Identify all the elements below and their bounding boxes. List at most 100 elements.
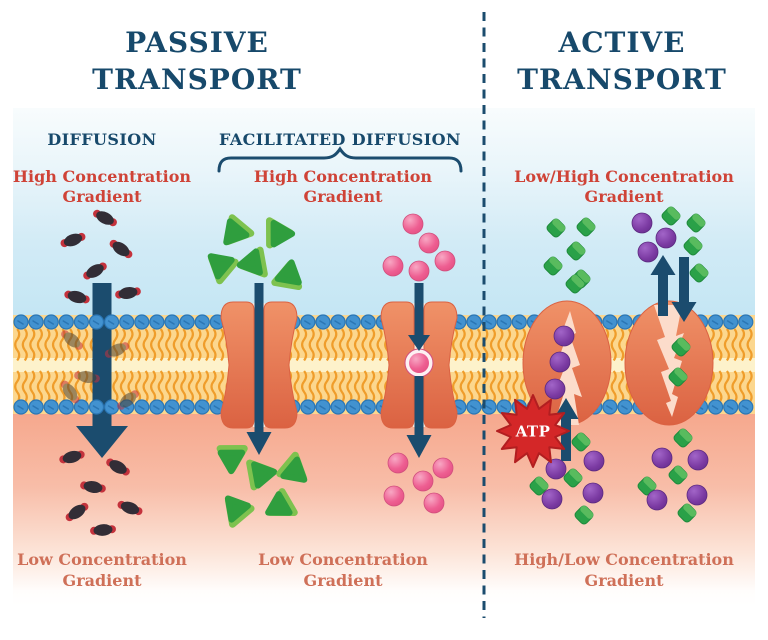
phospholipid-head-shine [213,320,221,325]
phospholipid-head-shine [77,320,85,325]
phospholipid-head-shine [319,405,326,410]
solute-triangle [207,253,239,285]
phospholipid-tail [369,370,376,404]
solute-triangle [216,445,248,475]
phospholipid-tail [618,370,625,404]
oxygen-body [63,332,81,348]
solute-pink-circle [432,457,454,479]
phospholipid-head-shine [726,405,734,410]
phospholipid-tail [157,328,164,362]
phospholipid-tail [452,370,459,404]
phospholipid-tail [738,328,746,362]
solute-purple-circle [544,378,566,400]
phospholipid-tail [331,370,338,404]
phospholipid-tail [716,328,723,362]
phospholipid-tail [195,328,202,362]
solute-purple-circle [687,449,709,471]
active-transport-title: ACTIVE TRANSPORT [517,24,727,98]
solute-purple-circle [582,482,604,504]
solute-pink-circle [434,250,456,272]
phospholipid-head-shine [364,320,372,325]
phospholipid-tail [187,328,194,362]
oxygen-molecule [60,380,80,404]
phospholipid-tail [467,328,474,362]
phospholipid-tail [142,328,149,362]
solute-purple-circle [553,325,575,347]
phospholipid-tail [82,328,89,362]
pump-protein [624,300,714,426]
phospholipid-tail [512,370,519,404]
phospholipid-head-shine [32,405,39,410]
solute-green-square [566,241,586,261]
phospholipid-tail [459,328,466,362]
phospholipid-tail [59,370,66,404]
passive-title-line1: PASSIVE [125,26,269,59]
phospholipid-head-shine [470,405,477,410]
phospholipid-tail [36,370,43,404]
phospholipid-head-shine [500,405,508,410]
phospholipid-head-shine [183,405,190,410]
phospholipid-head-shine [122,320,130,325]
phospholipid-tail [134,328,142,362]
passive-title-line2: TRANSPORT [92,63,302,96]
phospholipid-tail [716,370,723,404]
phospholipid-tail [44,328,51,362]
phospholipid-head-shine [606,405,613,410]
green-square-facet [552,218,566,232]
phospholipid-head-shine [183,320,190,325]
phospholipid-tail [489,328,496,362]
phospholipid-tail [14,370,21,404]
solute-green-square [546,218,566,238]
phospholipid-head-shine [92,320,100,325]
facilitated-diffusion-subheading: FACILITATED DIFFUSION [219,130,461,149]
triangle-body [280,456,308,483]
passive-transport-title: PASSIVE TRANSPORT [92,24,302,98]
phospholipid-tail [172,370,179,404]
phospholipid-head-shine [726,320,734,325]
phospholipid-head-shine [455,320,462,325]
oxygen-molecule [65,502,89,522]
phospholipid-tail [293,328,300,362]
phospholipid-tail [202,328,210,362]
phospholipid-head-shine [47,320,55,325]
phospholipid-tail [14,328,21,362]
solute-triangle [265,488,298,516]
diffusion-subheading: DIFFUSION [47,130,157,149]
phospholipid-head-shine [485,320,492,325]
oxygen-body [86,264,104,278]
atp-label: ATP [515,423,551,441]
active-title-line1: ACTIVE [558,26,686,59]
phospholipid-head-shine [485,405,492,410]
phospholipid-head-shine [304,405,311,410]
triangle-body [251,461,278,489]
phospholipid-tail [44,370,51,404]
solute-pink-circle [423,492,445,514]
oxygen-body [62,383,78,401]
active-title-line2: TRANSPORT [517,63,727,96]
solute-green-square [683,236,703,256]
phospholipid-tail [376,328,383,362]
phospholipid-head-shine [107,405,115,410]
phospholipid-head-shine [621,320,628,325]
green-square-facet [569,468,583,482]
solute-triangle [246,459,278,491]
diffusion-arrow [76,283,128,458]
phospholipid-tail [202,370,210,404]
phospholipid-tail [210,328,217,362]
phospholipid-head-shine [153,320,160,325]
phospholipid-head-shine [349,320,357,325]
oxygen-body [83,481,103,493]
solute-green-square [529,476,549,496]
phospholipid-head-shine [304,320,311,325]
phospholipid-tail [338,370,345,404]
phospholipid-head-shine [107,320,115,325]
channel-lobe-right [423,301,458,429]
phospholipid-tail [150,370,157,404]
green-square-facet [674,367,688,381]
phospholipid-head-shine [621,405,628,410]
triangle-body [270,219,296,248]
phospholipid-tail [165,370,172,404]
phospholipid-head-shine [500,320,508,325]
phospholipid-tail [29,328,36,362]
solute-green-square [689,263,709,283]
